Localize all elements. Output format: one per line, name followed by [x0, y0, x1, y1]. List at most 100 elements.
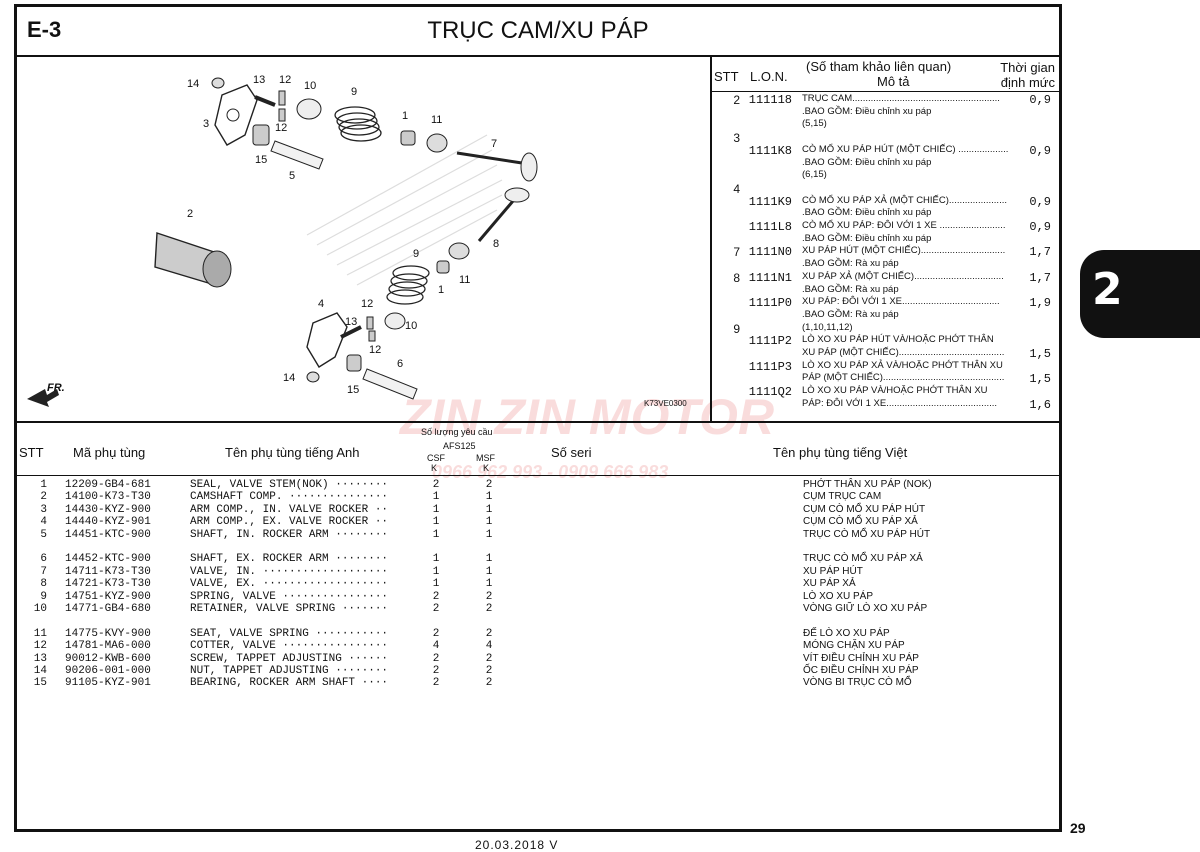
labor-operation-table: STT L.O.N. (Số tham khảo liên quan) Mô t…: [712, 55, 1059, 421]
honda-wing-watermark: [306, 134, 503, 286]
lon-row-desc: PÁP (MỘT CHIẾC).........................…: [802, 372, 1005, 384]
part-qty-csf: 2: [432, 677, 440, 690]
part-name-vn: VÍT ĐIỀU CHỈNH XU PÁP: [803, 652, 919, 664]
part-qty-msf: 2: [485, 652, 493, 665]
page-number: 29: [1070, 820, 1086, 836]
part-qty-csf: 1: [432, 503, 440, 516]
part-qty-msf: 1: [485, 528, 493, 541]
lon-row-desc: LÒ XO XU PÁP XẢ VÀ/HOẶC PHỚT THÂN XU: [802, 359, 1003, 371]
lon-row-desc: XU PÁP HÚT (MỘT CHIẾC)..................…: [802, 245, 1006, 257]
lon-row-time: 0,9: [1029, 220, 1051, 234]
lon-row: 3: [712, 131, 1059, 145]
part-name-en: VALVE, EX. ···················: [190, 578, 389, 591]
part-qty-msf: 2: [485, 603, 493, 615]
part-name-en: ARM COMP., EX. VALVE ROCKER ··: [190, 516, 389, 529]
cotter-bottom-b: [368, 330, 376, 342]
lon-row: .BAO GỒM: Điều chỉnh xu páp: [712, 157, 1059, 169]
part-code: 12209-GB4-681: [65, 479, 151, 491]
part-stt: 8: [40, 578, 47, 591]
rocker-arm-in: [214, 84, 258, 146]
part-stt: 10: [33, 603, 47, 615]
lon-row-time: 1,7: [1029, 245, 1051, 260]
part-qty-msf: 1: [485, 516, 493, 529]
lon-row: .BAO GỒM: Rà xu páp: [712, 309, 1059, 321]
lon-time-header-2: định mức: [1000, 75, 1055, 90]
parts-table-header: STT Mã phụ tùng Tên phụ tùng tiếng Anh S…: [17, 423, 1059, 476]
lon-row: .BAO GỒM: Rà xu páp: [712, 284, 1059, 296]
callout-label: 14: [283, 372, 295, 384]
front-label: FR.: [47, 382, 65, 394]
lon-row-desc: CÒ MỔ XU PÁP: ĐÔI VỚI 1 XE .............…: [802, 220, 1006, 231]
callout-label: 12: [369, 344, 381, 356]
lon-row-desc: XU PÁP XẢ (MỘT CHIẾC)...................…: [802, 270, 1004, 282]
rocker-shaft-ex: [362, 368, 418, 400]
part-qty-csf: 1: [432, 491, 440, 504]
part-stt: 9: [40, 590, 47, 603]
lon-row: .BAO GỒM: Rà xu páp: [712, 258, 1059, 270]
lon-row-desc: CÒ MỔ XU PÁP XẢ (MỘT CHIẾC).............…: [802, 194, 1007, 206]
part-qty-msf: 2: [485, 665, 493, 677]
part-qty-csf: 2: [432, 603, 440, 615]
part-name-en: VALVE, IN. ···················: [190, 565, 389, 578]
callout-label: 8: [493, 238, 499, 250]
rocker-shaft-in: [270, 140, 324, 170]
lon-row-code: 1111Q2: [748, 385, 792, 400]
model-header: AFS125: [443, 441, 476, 451]
part-stt: 1: [40, 479, 47, 491]
part-qty-csf: 2: [432, 652, 440, 665]
print-date: 20.03.2018 V: [475, 838, 559, 852]
part-name-en: SHAFT, IN. ROCKER ARM ········: [190, 528, 389, 541]
lon-row-desc: .BAO GỒM: Điều chỉnh xu páp: [802, 232, 932, 244]
callout-label: 10: [405, 320, 417, 332]
lon-row-time: 0,9: [1029, 143, 1051, 158]
part-stt: 7: [40, 565, 47, 578]
lon-row-desc: LÒ XO XU PÁP HÚT VÀ/HOẶC PHỚT THÂN: [802, 334, 994, 346]
part-code: 14100-K73-T30: [65, 491, 151, 504]
lon-row-desc: (5,15): [802, 118, 827, 130]
part-name-en: COTTER, VALVE ················: [190, 640, 389, 653]
part-stt: 3: [40, 503, 47, 516]
rocker-hole: [226, 108, 240, 122]
lon-row-time: 0,9: [1029, 194, 1051, 209]
lon-row-desc: .BAO GỒM: Điều chỉnh xu páp: [802, 207, 932, 219]
front-arrow-icon: [27, 389, 59, 407]
callout-label: 6: [397, 358, 403, 370]
part-name-vn: ĐẾ LÒ XO XU PÁP: [803, 627, 890, 639]
part-code: 90012-KWB-600: [65, 652, 151, 665]
lon-row: .BAO GỒM: Điều chỉnh xu páp: [712, 207, 1059, 219]
callout-label: 12: [279, 74, 291, 86]
lon-stt-header: STT: [714, 69, 739, 84]
lon-code-header: L.O.N.: [750, 69, 788, 84]
part-code: 14775-KVY-900: [65, 627, 151, 640]
lon-row: 1111P2 LÒ XO XU PÁP HÚT VÀ/HOẶC PHỚT THÂN: [712, 334, 1059, 349]
valve-ex-stem: [477, 200, 515, 242]
lon-row-time: 1,7: [1029, 270, 1051, 285]
spring-seat-top: [426, 133, 448, 153]
page-title: TRỤC CAM/XU PÁP: [427, 17, 649, 44]
msf-header: MSF: [476, 453, 495, 463]
chapter-number: 2: [1092, 264, 1123, 315]
lon-row-code: 1111P2: [748, 334, 792, 349]
lon-row-code: 1111K8: [748, 143, 792, 158]
lon-row-time: 1,5: [1029, 372, 1051, 387]
part-qty-msf: 2: [485, 677, 493, 690]
lon-row-time: 1,9: [1029, 296, 1051, 311]
lon-row-desc: .BAO GỒM: Điều chỉnh xu páp: [802, 105, 932, 117]
spring-top: [334, 106, 382, 142]
lon-row-code: 1111L8: [748, 220, 792, 234]
csf-header: CSF: [427, 453, 445, 463]
callout-label: 12: [275, 122, 287, 134]
lon-row-desc: .BAO GỒM: Điều chỉnh xu páp: [802, 156, 932, 168]
parts-stt-header: STT: [19, 445, 44, 460]
valve-in-stem: [456, 151, 523, 165]
